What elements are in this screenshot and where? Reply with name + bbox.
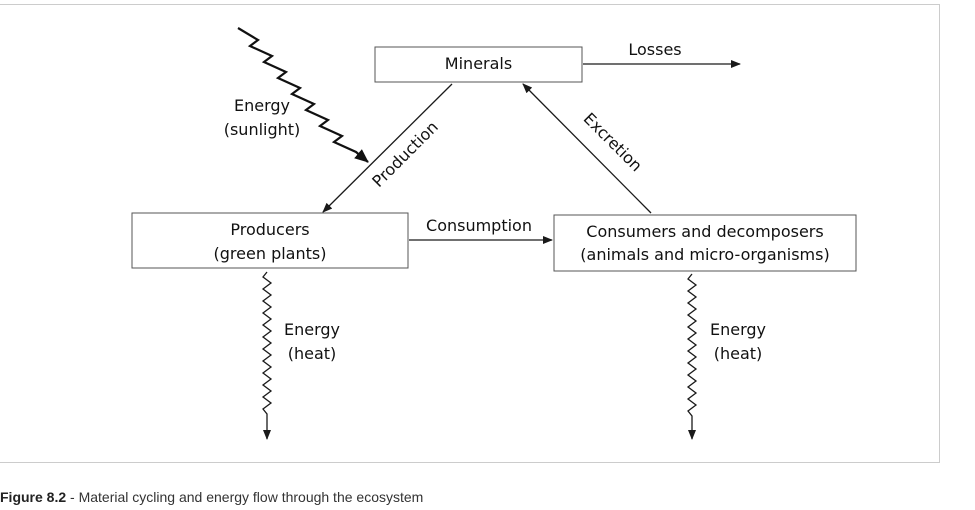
minerals-node: Minerals	[374, 46, 583, 83]
consumers-heat-sublabel: (heat)	[714, 344, 763, 363]
consumers-heat-arrow: Energy (heat)	[686, 273, 766, 440]
producers-heat-arrow: Energy (heat)	[261, 271, 340, 440]
producers-node: Producers (green plants)	[131, 212, 409, 269]
caption-separator: -	[66, 489, 79, 505]
caption-text: Material cycling and energy flow through…	[78, 489, 424, 505]
production-label: Production	[368, 117, 442, 191]
figure-caption: Figure 8.2 - Material cycling and energy…	[0, 489, 423, 505]
producers-label: Producers	[230, 220, 309, 239]
producers-sublabel: (green plants)	[214, 244, 327, 263]
minerals-label: Minerals	[445, 54, 512, 73]
losses-label: Losses	[628, 40, 681, 59]
losses-edge: Losses	[583, 40, 741, 68]
consumption-edge: Consumption	[409, 216, 553, 244]
excretion-edge: Excretion	[522, 83, 652, 214]
excretion-label: Excretion	[580, 109, 646, 175]
diagram-frame	[0, 4, 940, 463]
sunlight-energy-sublabel: (sunlight)	[224, 120, 301, 139]
consumers-node: Consumers and decomposers (animals and m…	[553, 214, 857, 272]
sunlight-energy-label: Energy	[234, 96, 290, 115]
consumers-heat-label: Energy	[710, 320, 766, 339]
producers-heat-label: Energy	[284, 320, 340, 339]
consumption-label: Consumption	[426, 216, 532, 235]
production-edge: Production	[322, 83, 453, 213]
figure-number: Figure 8.2	[0, 489, 67, 505]
consumers-sublabel: (animals and micro-organisms)	[580, 245, 829, 264]
sunlight-energy-arrow: Energy (sunlight)	[224, 27, 369, 163]
producers-heat-sublabel: (heat)	[288, 344, 337, 363]
consumers-label: Consumers and decomposers	[586, 222, 823, 241]
